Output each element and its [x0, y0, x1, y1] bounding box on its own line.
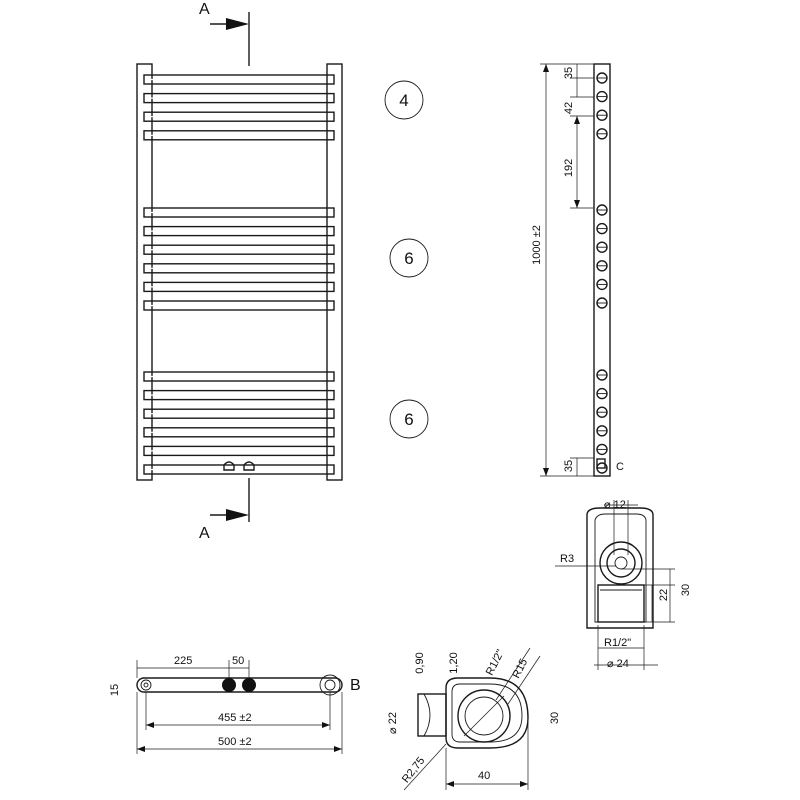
- towel-bar: [143, 244, 335, 255]
- radius-r3-label: R3: [560, 553, 574, 565]
- towel-bar: [143, 408, 335, 419]
- towel-bar: [143, 300, 335, 311]
- section-a-marker: A A: [199, 1, 250, 542]
- detail-b: 0,90 1,20 R1/2" R15 ⌀ 22 30 40 R2,75: [387, 648, 561, 791]
- thread-label: R1/2": [604, 637, 631, 649]
- group-counts: 4 6 6: [384, 80, 429, 439]
- bottom-offset-label: 35: [563, 460, 575, 472]
- towel-bar: [143, 74, 335, 85]
- towel-bar: [143, 371, 335, 382]
- group-count-3: 6: [404, 410, 413, 429]
- pipe-connection-right: [242, 678, 256, 692]
- side-view: 1000 ±2 35 42 192 35 C: [531, 63, 624, 477]
- spacing-50-label: 50: [232, 655, 244, 667]
- dim-40-label: 40: [478, 770, 490, 782]
- towel-bar: [143, 464, 335, 475]
- top-offset-label: 35: [563, 67, 575, 79]
- diameter-bottom-label: ⌀ 24: [607, 658, 629, 670]
- section-a-bottom-label: A: [199, 525, 210, 542]
- towel-bar: [143, 207, 335, 218]
- towel-bar: [143, 130, 335, 141]
- towel-bars: [143, 74, 335, 475]
- diameter-top-label: ⌀ 12: [604, 499, 626, 511]
- diameter-22-label: ⌀ 22: [387, 712, 399, 734]
- towel-bar: [143, 111, 335, 122]
- right-rail: [326, 63, 343, 481]
- dim-30-label: 30: [549, 712, 561, 724]
- group-count-2: 6: [404, 249, 413, 268]
- height-30-label: 30: [680, 584, 692, 596]
- side-valve: [596, 458, 606, 469]
- pipe-connection-left: [222, 678, 236, 692]
- towel-bar: [143, 92, 335, 104]
- front-view: [136, 63, 343, 481]
- thread-b-label: R1/2": [484, 648, 507, 678]
- towel-bar: [143, 389, 335, 401]
- section-c-label: C: [616, 461, 624, 473]
- height-22-label: 22: [658, 589, 670, 601]
- towel-bar: [143, 225, 335, 237]
- height-label: 1000 ±2: [531, 225, 543, 265]
- end-profile: [586, 507, 654, 629]
- left-rail: [136, 63, 153, 481]
- centers-label: 455 ±2: [218, 712, 252, 724]
- offset-225-label: 225: [174, 655, 192, 667]
- towel-bar: [143, 445, 335, 457]
- detail-b-label: B: [350, 677, 361, 694]
- plan-view: B 225 50 15 455 ±2 500 ±2: [109, 655, 361, 754]
- group-count-1: 4: [399, 91, 408, 110]
- width-label: 500 ±2: [218, 736, 252, 748]
- bar-pitch-label: 42: [563, 102, 575, 114]
- wall-090-label: 0,90: [414, 652, 426, 673]
- valve-left: [223, 461, 235, 471]
- radius-15-label: R15: [510, 657, 530, 680]
- plan-bar: [136, 677, 343, 693]
- valve-right: [243, 461, 255, 471]
- towel-bar: [143, 281, 335, 293]
- group-gap-label: 192: [563, 159, 575, 177]
- side-bar-ends: [596, 72, 608, 474]
- radius-275-label: R2,75: [400, 755, 428, 786]
- section-a-top-label: A: [199, 1, 210, 18]
- wall-120-label: 1,20: [448, 652, 460, 673]
- connector-body: [445, 677, 529, 749]
- towel-bar: [143, 263, 335, 274]
- end-section: ⌀ 12 R3 22 30 R1/2" ⌀ 24: [555, 499, 692, 670]
- towel-bar: [143, 427, 335, 438]
- side-rail: [593, 63, 611, 477]
- depth-15-label: 15: [109, 684, 121, 696]
